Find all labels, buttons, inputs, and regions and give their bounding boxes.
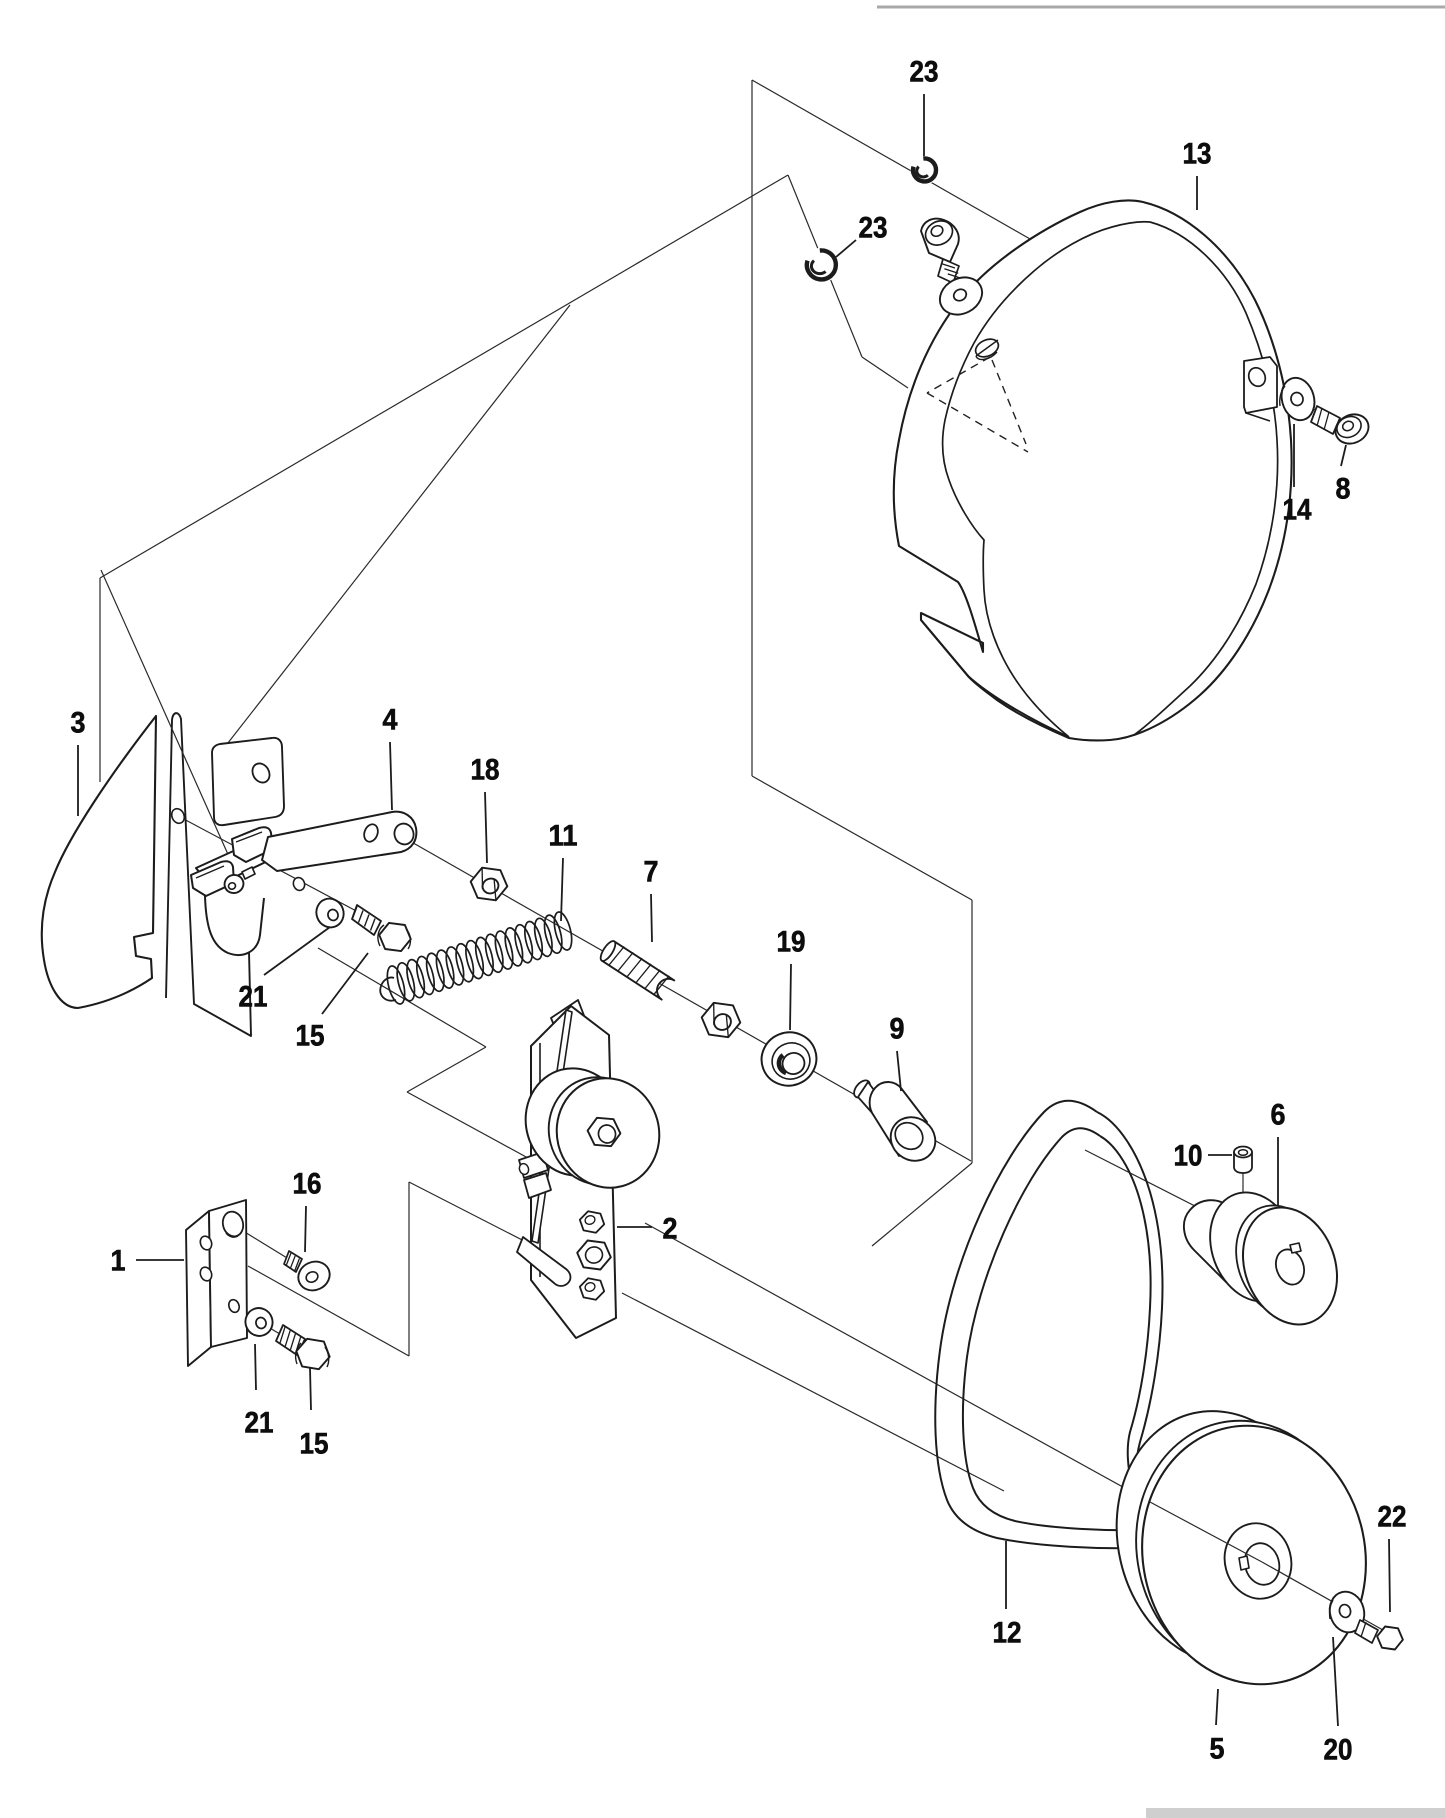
svg-text:10: 10 <box>1174 1139 1203 1172</box>
svg-text:20: 20 <box>1324 1733 1353 1766</box>
svg-text:1: 1 <box>111 1244 126 1277</box>
svg-text:15: 15 <box>300 1427 329 1460</box>
svg-text:12: 12 <box>993 1616 1022 1649</box>
svg-text:2: 2 <box>663 1212 678 1245</box>
svg-text:5: 5 <box>1210 1732 1225 1765</box>
svg-text:6: 6 <box>1271 1098 1286 1131</box>
svg-text:9: 9 <box>890 1012 905 1045</box>
svg-text:15: 15 <box>296 1019 325 1052</box>
svg-text:23: 23 <box>859 211 888 244</box>
svg-text:3: 3 <box>71 706 86 739</box>
svg-text:21: 21 <box>239 980 268 1013</box>
svg-text:16: 16 <box>293 1167 322 1200</box>
svg-text:18: 18 <box>471 753 500 786</box>
svg-text:22: 22 <box>1378 1500 1407 1533</box>
svg-text:14: 14 <box>1283 493 1313 526</box>
svg-text:11: 11 <box>549 819 578 852</box>
svg-text:7: 7 <box>644 855 659 888</box>
svg-text:8: 8 <box>1336 472 1351 505</box>
svg-text:23: 23 <box>910 55 939 88</box>
svg-text:13: 13 <box>1183 137 1212 170</box>
svg-text:19: 19 <box>777 925 806 958</box>
svg-text:21: 21 <box>245 1406 274 1439</box>
svg-text:4: 4 <box>383 703 399 736</box>
